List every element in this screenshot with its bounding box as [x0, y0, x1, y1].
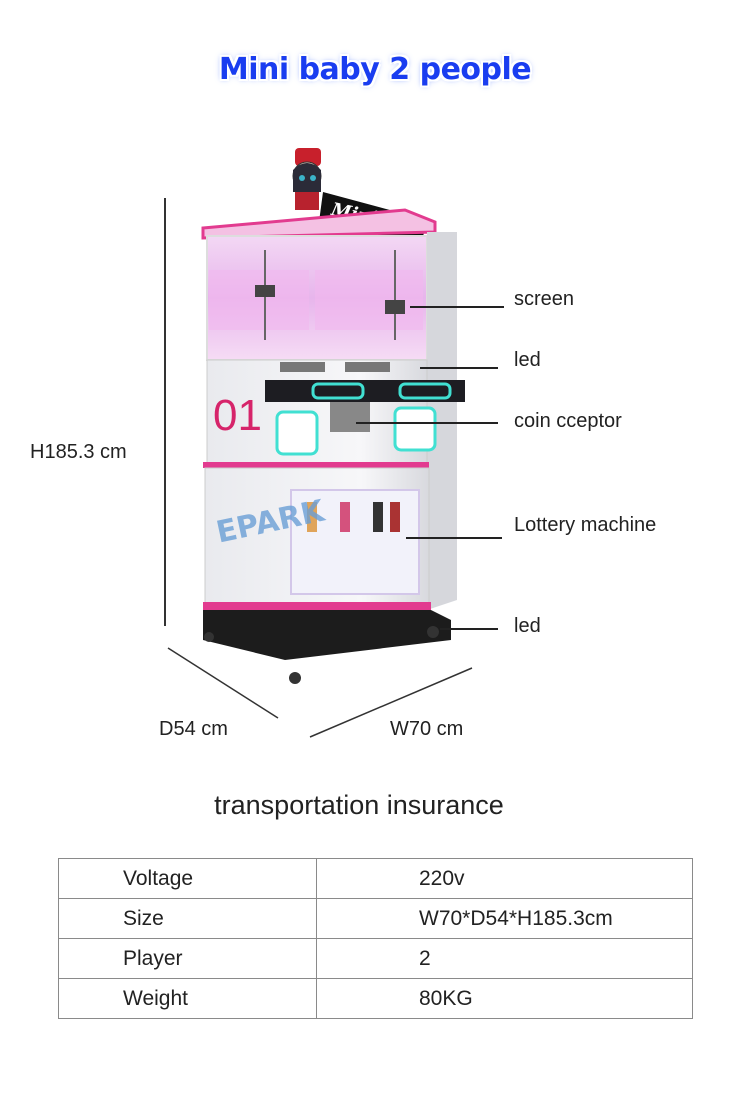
machine-number: 01: [213, 391, 262, 440]
callout-screen: screen: [514, 288, 575, 310]
callout-line-screen: [410, 306, 504, 308]
height-label: H185.3 cm: [30, 441, 127, 463]
callout-line-led-bottom: [440, 628, 498, 630]
callout-line-lottery-machine: [406, 537, 502, 539]
callout-led-bottom: led: [514, 615, 541, 637]
base-dimension-lines: [167, 647, 473, 738]
callout-led-top: led: [514, 349, 541, 371]
width-label: W70 cm: [390, 718, 464, 740]
callout-coin-acceptor: coin cceptor: [514, 410, 622, 432]
table-row: Voltage 220v: [58, 858, 693, 899]
callout-line-coin-acceptor: [356, 422, 498, 424]
table-row: Weight 80KG: [58, 978, 693, 1019]
spec-key: Voltage: [58, 858, 317, 899]
table-row: Player 2: [58, 938, 693, 979]
spec-key: Player: [58, 938, 317, 979]
callout-lottery-machine: Lottery machine: [514, 514, 657, 536]
spec-value: 80KG: [316, 978, 693, 1019]
table-row: Size W70*D54*H185.3cm: [58, 898, 693, 939]
spec-value: 2: [316, 938, 693, 979]
spec-key: Weight: [58, 978, 317, 1019]
spec-value: 220v: [316, 858, 693, 899]
claw-machine-illustration: Mini Baby II 01 EPARK: [201, 148, 465, 684]
page-title: Mini baby 2 people: [218, 52, 532, 87]
height-dimension-line: [164, 198, 166, 626]
callout-line-led-top: [420, 367, 498, 369]
spec-table: Voltage 220v Size W70*D54*H185.3cm Playe…: [58, 858, 693, 1019]
mascot-topper: [292, 148, 322, 210]
section-subtitle: transportation insurance: [214, 790, 504, 820]
spec-key: Size: [58, 898, 317, 939]
depth-label: D54 cm: [159, 718, 228, 740]
spec-value: W70*D54*H185.3cm: [316, 898, 693, 939]
